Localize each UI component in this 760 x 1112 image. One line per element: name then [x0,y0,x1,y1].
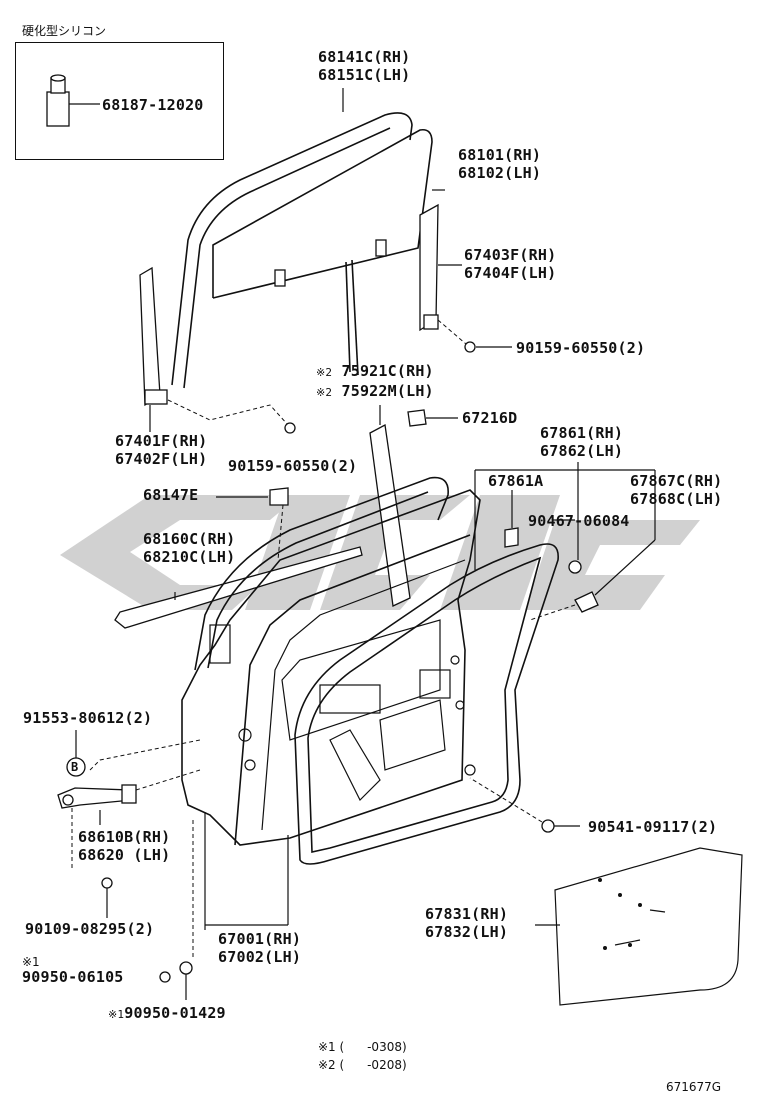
note-2: ※2 ( -0208) [318,1058,407,1072]
figure-id: 671677G [666,1080,722,1094]
label-68101: 68101(RH) [458,146,542,164]
label-90467: 90467-06084 [528,512,630,530]
inset-part-number: 68187-12020 [102,96,204,114]
label-67402f: 67402F(LH) [115,450,208,468]
mark-1-upper: ※1 [22,955,40,969]
label-68610b: 68610B(RH) [78,828,171,846]
label-90159-upper: 90159-60550(2) [516,339,646,357]
callout-b-label: B [71,760,79,774]
label-67867c: 67867C(RH) [630,472,723,490]
label-90950-01429: ※190950-01429 [108,1004,226,1022]
label-67001: 67001(RH) [218,930,302,948]
inset-box [15,42,224,160]
label-67861: 67861(RH) [540,424,624,442]
leader-bracket [474,462,656,621]
clip-67216d [407,409,458,427]
label-90541: 90541-09117(2) [588,818,718,836]
service-hole-cover [535,847,743,1006]
watermark-logo [60,495,700,610]
pillar-garnish [369,405,411,607]
label-68151c: 68151C(LH) [318,66,411,84]
label-68620: 68620 (LH) [78,846,171,864]
label-90159-lower: 90159-60550(2) [228,457,358,475]
note-1: ※1 ( -0308) [318,1040,407,1054]
fastener-90950 [159,820,194,1000]
label-67862: 67862(LH) [540,442,624,460]
inset-title: 硬化型シリコン [22,24,107,38]
label-67404f: 67404F(LH) [464,264,557,282]
label-67002: 67002(LH) [218,948,302,966]
door-frame-seal [194,476,449,671]
label-90109: 90109-08295(2) [25,920,155,938]
belt-molding [114,487,363,629]
bolt-90541 [469,777,580,833]
label-68210c: 68210C(LH) [143,548,236,566]
door-glass [212,128,445,376]
label-67401f: 67401F(RH) [115,432,208,450]
label-67403f: 67403F(RH) [464,246,557,264]
front-run-channel [139,266,296,434]
label-68102: 68102(LH) [458,164,542,182]
label-67831: 67831(RH) [425,905,509,923]
callout-b-marker [66,730,86,777]
label-67868c: 67868C(LH) [630,490,723,508]
rear-run-channel [419,203,512,353]
label-90950-06105: 90950-06105 [22,968,124,986]
silicone-bottle-icon [46,74,100,127]
label-91553: 91553-80612(2) [23,709,153,727]
door-check [57,739,201,918]
label-67861a: 67861A [488,472,544,490]
label-68160c: 68160C(RH) [143,530,236,548]
label-67832: 67832(LH) [425,923,509,941]
door-shell [181,489,481,930]
run-channel-outer [171,88,413,389]
label-75921c: ※2 75921C(RH) [316,362,434,380]
label-68141c: 68141C(RH) [318,48,411,66]
label-67216d: 67216D [462,409,518,427]
door-weatherstrip [294,543,559,865]
clip-67861a [504,490,519,548]
label-68147e: 68147E [143,486,199,504]
label-75922m: ※2 75922M(LH) [316,382,434,400]
